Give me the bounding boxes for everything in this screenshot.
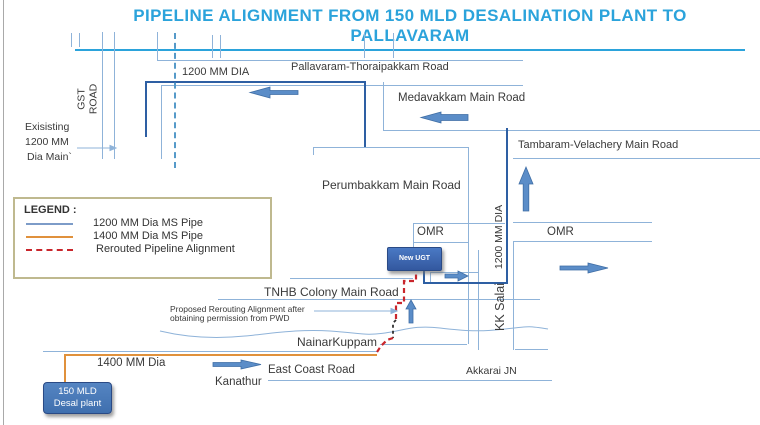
label-proposed-rerouting: Proposed Rerouting Alignment after obtai…: [170, 304, 305, 324]
label-omr-right: OMR: [547, 226, 574, 238]
legend-item-label: Rerouted Pipeline Alignment: [96, 243, 235, 255]
label-gst-line2: ROAD: [87, 83, 99, 115]
label-1200mm-dia-top: 1200 MM DIA: [182, 66, 250, 78]
flow-arrow-right-omr: [559, 262, 609, 274]
label-medavakkam-road: Medavakkam Main Road: [398, 92, 526, 104]
label-kk-salai: KK Salai: [493, 283, 508, 331]
new-ugt-box: New UGT: [387, 247, 442, 271]
proposed-rerouting-pointer-arrow: [314, 307, 399, 315]
road-tick: [79, 33, 80, 47]
road-line-ecr-bottom: [268, 380, 552, 381]
legend-item-rerouted: Rerouted Pipeline Alignment: [24, 243, 264, 256]
label-existing-main: Exisisting 1200 MM Dia Main`: [25, 120, 72, 165]
label-tnhb-road: TNHB Colony Main Road: [264, 285, 399, 299]
label-gst-road: GST ROAD: [75, 83, 99, 115]
label-nainarkuppam: NainarKuppam: [297, 335, 378, 349]
road-line-gst-right: [114, 32, 115, 159]
road-line-ecr-right-top: [380, 344, 467, 345]
road-line-ecr-far-right: [515, 349, 548, 350]
legend-item-1200: 1200 MM Dia MS Pipe: [24, 217, 264, 230]
legend-item-label: 1400 MM Dia MS Pipe: [93, 230, 204, 242]
legend-line-1200-icon: [26, 223, 73, 225]
label-akkarai-jn: Akkarai JN: [466, 365, 517, 377]
road-tick: [71, 33, 72, 47]
road-line-tnhb-top: [290, 278, 413, 279]
flow-arrow-left-medavakkam: [419, 111, 469, 124]
road-line-pallavaram-bottom: [161, 85, 523, 86]
pipe-1200-segment-tnhb: [423, 282, 508, 284]
road-line-vertical: [468, 147, 469, 344]
new-ugt-label: New UGT: [398, 255, 431, 262]
rerouted-pipeline-path-dark: [392, 319, 397, 338]
desal-plant-label-line2: Desal plant: [53, 398, 102, 409]
road-line-vertical: [161, 85, 162, 159]
page-title: PIPELINE ALIGNMENT FROM 150 MLD DESALINA…: [75, 6, 745, 51]
road-line-omr-left-bottom: [413, 242, 468, 243]
label-tambaram-road: Tambaram-Velachery Main Road: [518, 139, 679, 151]
pipe-1200-segment: [364, 81, 366, 147]
rerouted-pipeline-path: [376, 336, 394, 353]
flow-arrow-left-pallavaram: [248, 86, 299, 99]
pipe-1400-segment: [64, 354, 377, 356]
pipe-1200-segment: [145, 81, 364, 83]
desal-plant-box: 150 MLD Desal plant: [43, 382, 112, 414]
legend-title: LEGEND :: [24, 204, 77, 216]
legend-line-1400-icon: [26, 236, 73, 238]
road-line-pallavaram-top: [157, 60, 523, 61]
flow-arrow-up-reroute: [405, 299, 417, 324]
road-line-omr-right-top: [513, 222, 652, 223]
road-line-omr-right-bottom: [513, 241, 652, 242]
road-line-kksalai-right: [513, 241, 514, 350]
pipe-1400-segment: [64, 354, 66, 383]
rerouted-pipeline-path: [394, 266, 418, 320]
road-line-omr-left-top: [413, 223, 505, 224]
road-tick: [157, 32, 158, 60]
road-tick: [212, 35, 213, 58]
road-line-kksalai-left: [478, 250, 479, 350]
label-pallavaram-road: Pallavaram-Thoraipakkam Road: [291, 61, 449, 73]
road-line-ecr-left-top: [43, 351, 377, 352]
label-existing-line3: Dia Main`: [27, 151, 72, 163]
pipe-1200-segment: [145, 81, 147, 137]
label-perumbakkam-road: Perumbakkam Main Road: [322, 178, 461, 192]
flow-arrow-right-ecr: [212, 359, 262, 370]
existing-main-pointer-arrow: [77, 144, 118, 152]
legend-line-rerouted-icon: [26, 249, 73, 251]
road-tick: [313, 147, 314, 155]
legend-item-1400: 1400 MM Dia MS Pipe: [24, 230, 264, 243]
pipe-1200-segment-ugt: [423, 269, 425, 284]
road-line-gst-left: [102, 32, 103, 159]
road-line-kksalai-connector: [430, 272, 478, 273]
desal-plant-label-line1: 150 MLD: [58, 386, 97, 398]
label-omr-left: OMR: [417, 226, 444, 238]
label-1200mm-dia-vertical: 1200 MM DIA: [493, 204, 506, 270]
road-line-medavakkam-bottom: [383, 130, 760, 131]
label-gst-line1: GST: [75, 88, 88, 110]
label-east-coast-road: East Coast Road: [268, 364, 355, 376]
road-line-perumbakkam: [313, 147, 468, 148]
label-1400mm-dia: 1400 MM Dia: [97, 357, 166, 369]
road-tick: [393, 33, 394, 58]
flow-arrow-up-tambaram: [518, 165, 534, 212]
pipe-1200-segment-kksalai: [506, 128, 508, 283]
legend-item-label: 1200 MM Dia MS Pipe: [93, 217, 204, 229]
legend-box: LEGEND : 1200 MM Dia MS Pipe 1400 MM Dia…: [13, 197, 272, 279]
label-existing-line1: Exisisting: [25, 121, 70, 133]
dashed-alignment-line: [174, 33, 176, 168]
road-line-tnhb-bottom: [218, 299, 540, 300]
road-tick: [220, 35, 221, 58]
road-line-vertical: [413, 223, 414, 248]
slide-left-border: [3, 0, 4, 425]
road-line-medavakkam-left: [383, 82, 384, 130]
road-tick: [364, 33, 365, 58]
label-existing-line2: 1200 MM: [25, 136, 69, 148]
label-kanathur: Kanathur: [215, 376, 262, 388]
label-proposed-line1: Proposed Rerouting Alignment after: [170, 304, 305, 314]
road-tick: [430, 272, 431, 283]
label-proposed-line2: obtaining permission from PWD: [170, 313, 290, 324]
road-line-tambaram: [513, 158, 760, 159]
